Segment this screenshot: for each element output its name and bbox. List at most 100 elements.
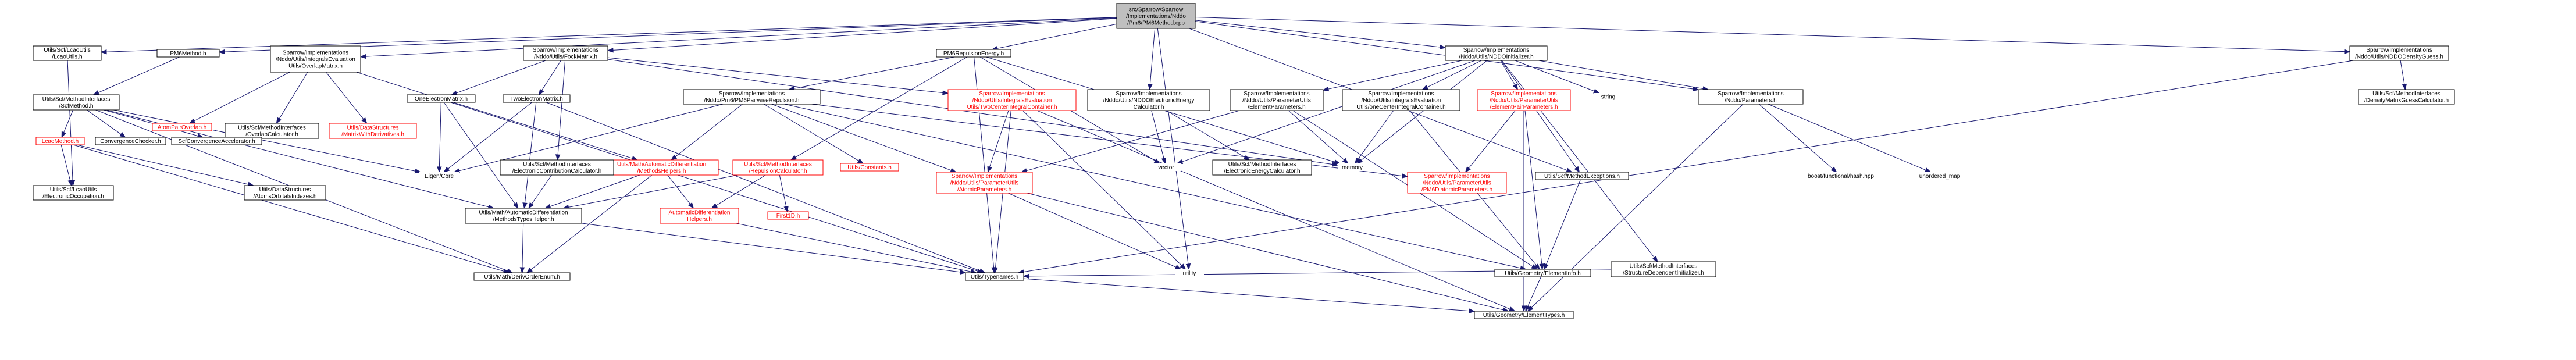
node-label: Utils/OverlapMatrix.h: [288, 63, 343, 69]
node-matrixderiv[interactable]: Utils/DataStructures/MatrixWithDerivativ…: [329, 123, 417, 139]
node-lcaoutils[interactable]: Utils/Scf/LcaoUtils/LcaoUtils.h: [33, 45, 102, 61]
node-label: /Nddo/Utils/NDDOElectronicEnergy: [1103, 97, 1195, 104]
node-typenames[interactable]: Utils/Typenames.h: [965, 272, 1024, 281]
edge-arrowhead: [1534, 263, 1541, 270]
edge-arrowhead: [218, 49, 225, 55]
node-first1d[interactable]: First1D.h: [767, 211, 809, 220]
node-layer: src/Sparrow/Sparrow/Implementations/Nddo…: [33, 3, 2455, 319]
node-scfexceptions[interactable]: Utils/Scf/MethodExceptions.h: [1535, 172, 1629, 180]
edge-arrowhead: [1925, 167, 1932, 173]
node-onecenter[interactable]: Sparrow/Implementations/Nddo/Utils/Integ…: [1342, 89, 1460, 111]
node-label: Helpers.h: [687, 216, 712, 223]
node-label: Sparrow/Implementations: [1463, 47, 1529, 54]
edge-arrowhead: [526, 267, 533, 273]
node-contribcalc[interactable]: Utils/Scf/MethodInterfaces/ElectronicCon…: [500, 159, 614, 176]
node-label: src/Sparrow/Sparrow: [1129, 6, 1184, 13]
node-root[interactable]: src/Sparrow/Sparrow/Implementations/Nddo…: [1116, 3, 1196, 29]
node-twocenter[interactable]: Sparrow/Implementations/Nddo/Utils/Integ…: [947, 89, 1077, 111]
node-label: /ElementPairParameters.h: [1490, 104, 1558, 111]
node-pm6repulsion[interactable]: PM6RepulsionEnergy.h: [936, 49, 1011, 58]
node-typeshelper[interactable]: Utils/Math/AutomaticDifferentiation/Meth…: [465, 208, 582, 224]
include-edge: [568, 174, 739, 208]
node-initializer[interactable]: Sparrow/Implementations/Nddo/Utils/NDDOI…: [1445, 45, 1548, 61]
include-edge: [1501, 60, 1577, 168]
node-label: Sparrow/Implementations: [719, 91, 785, 97]
include-edge: [1008, 193, 1177, 268]
node-label: vector: [1158, 165, 1174, 171]
node-structinit[interactable]: Utils/Scf/MethodInterfaces/StructureDepe…: [1611, 261, 1716, 277]
node-elementtypes[interactable]: Utils/Geometry/ElementTypes.h: [1474, 311, 1574, 319]
node-pairwiserep[interactable]: Sparrow/Implementations/Nddo/Pm6/PM6Pair…: [683, 89, 821, 105]
include-edge: [1527, 276, 1542, 307]
node-fockmatrix[interactable]: Sparrow/Implementations/Nddo/Utils/FockM…: [523, 45, 608, 61]
edge-arrowhead: [993, 267, 998, 274]
node-eleconocc[interactable]: Utils/Scf/LcaoUtils/ElectronicOccupation…: [33, 185, 114, 201]
include-edge: [1500, 60, 1516, 85]
node-atomicparams[interactable]: Sparrow/Implementations/Nddo/Utils/Param…: [936, 172, 1033, 194]
node-label: /Nddo/Utils/FockMatrix.h: [534, 54, 597, 60]
node-autodiffhelpers[interactable]: Utils/Math/AutomaticDifferentiation/Meth…: [604, 159, 719, 176]
node-nddoparams[interactable]: Sparrow/Implementations/Nddo/Parameters.…: [1698, 89, 1804, 105]
edge-arrowhead: [1512, 83, 1519, 91]
node-box: [1342, 89, 1460, 111]
edge-arrowhead: [1830, 166, 1837, 173]
node-electronicenergy[interactable]: Sparrow/Implementations/Nddo/Utils/NDDOE…: [1087, 89, 1210, 111]
include-edge: [447, 102, 532, 169]
include-edge: [98, 56, 180, 93]
node-overlapmatrix[interactable]: Sparrow/Implementations/Nddo/Utils/Integ…: [270, 45, 361, 73]
node-convchecker[interactable]: ConvergenceChecker.h: [95, 137, 166, 145]
node-box: [1116, 3, 1196, 29]
node-label: Eigen/Core: [425, 173, 454, 180]
node-pm6method[interactable]: PM6Method.h: [156, 49, 220, 58]
edge-arrowhead: [555, 154, 561, 161]
node-lcaomethod[interactable]: LcaoMethod.h: [35, 137, 85, 145]
node-label: ScfConvergenceAccelerator.h: [178, 138, 255, 145]
node-label: First1D.h: [776, 213, 800, 219]
include-edge: [1036, 110, 1510, 309]
node-convaccel[interactable]: ScfConvergenceAccelerator.h: [171, 137, 262, 145]
node-elempairparams[interactable]: Sparrow/Implementations/Nddo/Utils/Param…: [1477, 89, 1571, 111]
include-edge: [194, 72, 290, 122]
edge-arrowhead: [783, 205, 789, 213]
node-twoelectron[interactable]: TwoElectronMatrix.h: [503, 94, 571, 103]
node-label: Utils/Scf/MethodExceptions.h: [1544, 173, 1620, 180]
include-edge: [365, 17, 1117, 57]
node-elemparams[interactable]: Sparrow/Implementations/Nddo/Utils/Param…: [1230, 89, 1324, 111]
node-label: /Nddo/Utils/ParameterUtils: [950, 180, 1019, 186]
node-repcalc[interactable]: Utils/Scf/MethodInterfaces/RepulsionCalc…: [732, 159, 824, 176]
node-oneelectron[interactable]: OneElectronMatrix.h: [407, 94, 476, 103]
node-label: /MatrixWithDerivatives.h: [341, 131, 404, 138]
node-atompairoverlap[interactable]: AtomPairOverlap.h: [152, 123, 212, 131]
node-label: Sparrow/Implementations: [1244, 91, 1309, 97]
node-box: [33, 185, 114, 201]
node-energycalc[interactable]: Utils/Scf/MethodInterfaces/ElectronicEne…: [1212, 159, 1312, 176]
include-edge: [736, 223, 971, 272]
edge-arrowhead: [1322, 86, 1330, 92]
node-diatomicparams[interactable]: Sparrow/Implementations/Nddo/Utils/Param…: [1407, 172, 1507, 194]
node-elementinfo[interactable]: Utils/Geometry/ElementInfo.h: [1494, 269, 1591, 277]
include-edge: [546, 102, 981, 272]
edge-arrowhead: [359, 54, 366, 59]
node-label: Utils/Math/DerivOrderEnum.h: [484, 274, 560, 280]
edge-arrowhead: [519, 267, 525, 274]
node-atomsorbital[interactable]: Utils/DataStructures/AtomsOrbitalsIndexe…: [244, 185, 326, 201]
include-edge: [530, 174, 653, 270]
edge-arrowhead: [857, 158, 864, 164]
node-label: utility: [1183, 270, 1196, 277]
edge-arrowhead: [711, 203, 718, 209]
node-densityguess[interactable]: Sparrow/Implementations/Nddo/Utils/NDDOD…: [2349, 45, 2449, 61]
node-densityguesscalc[interactable]: Utils/Scf/MethodInterfaces/DensityMatrix…: [2358, 89, 2455, 105]
include-edge: [771, 104, 952, 171]
node-scfmethod[interactable]: Utils/Scf/MethodInterfaces/ScfMethod.h: [33, 94, 120, 111]
node-box: [503, 94, 571, 103]
include-edge: [1195, 21, 1694, 90]
node-label: /Nddo/Utils/ParameterUtils: [1490, 97, 1558, 104]
edge-arrowhead: [100, 49, 107, 55]
edge-arrowhead: [1148, 84, 1153, 91]
node-utilsconstants[interactable]: Utils/Constants.h: [840, 163, 899, 172]
node-overlapcalc[interactable]: Utils/Scf/MethodInterfaces/OverlapCalcul…: [225, 123, 319, 139]
node-derivorder[interactable]: Utils/Math/DerivOrderEnum.h: [473, 272, 571, 281]
include-edge: [443, 102, 516, 204]
